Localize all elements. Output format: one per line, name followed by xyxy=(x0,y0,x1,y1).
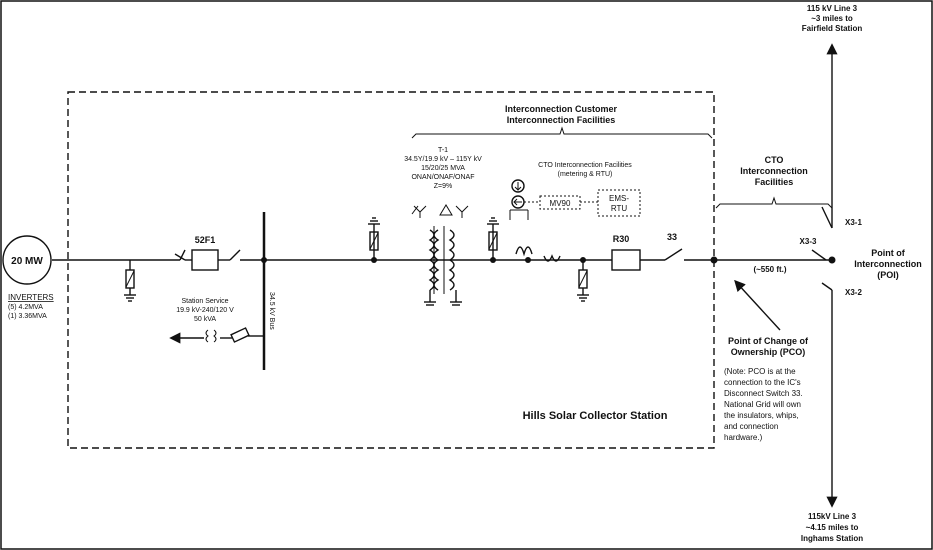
pco-line2: Ownership (PCO) xyxy=(731,347,806,357)
switch-33-label: 33 xyxy=(667,232,677,242)
bus-node xyxy=(261,257,267,263)
switch-x3-3-blade xyxy=(811,249,827,261)
station-service-line3: 50 kVA xyxy=(194,316,216,323)
switch-x3-1-label: X3-1 xyxy=(845,218,862,227)
pco-line1: Point of Change of xyxy=(728,336,809,346)
breaker-r30: R30 xyxy=(611,234,641,271)
cto-facilities-brace xyxy=(715,196,833,209)
bus-label: 34.5 kV Bus xyxy=(268,292,275,330)
poi-line2: Interconnection xyxy=(854,259,922,269)
station-service-line1: Station Service xyxy=(181,298,228,305)
transformer-line5: Z=9% xyxy=(434,183,452,190)
cto-facilities-line1: CTO xyxy=(765,155,784,165)
line-top-1: 115 kV Line 3 xyxy=(807,4,858,13)
cto-facilities-line3: Facilities xyxy=(755,177,794,187)
transformer-line2: 34.5Y/19.9 kV – 115Y kV xyxy=(404,156,482,163)
pco-pointer xyxy=(734,279,781,331)
breaker-52f1: 52F1 xyxy=(174,235,241,271)
note-line2: connection to the IC's xyxy=(724,378,801,387)
generator-label: 20 MW xyxy=(11,256,43,267)
inverters-line1: (5) 4.2MVA xyxy=(8,304,43,311)
surge-arrester-2 xyxy=(368,217,380,263)
line-top-2: ~3 miles to xyxy=(811,14,853,23)
line-bottom-3: Inghams Station xyxy=(801,534,863,543)
switch-x3-3-label: X3-3 xyxy=(800,237,817,246)
poi-node xyxy=(828,256,836,264)
cto-metering-line2: (metering & RTU) xyxy=(558,171,613,178)
generator: 20 MW xyxy=(2,235,52,285)
line-bottom-1: 115kV Line 3 xyxy=(808,512,857,521)
ic-facilities-line1: Interconnection Customer xyxy=(505,104,618,114)
station-service-line2: 19.9 kV-240/120 V xyxy=(176,307,234,314)
pco-node xyxy=(710,256,718,264)
station-service-transformer xyxy=(169,327,264,344)
surge-arrester-3 xyxy=(487,217,499,263)
note-line4: National Grid will own xyxy=(724,400,801,409)
surge-arrester-4 xyxy=(577,257,589,302)
note-line5: the insulators, whips, xyxy=(724,411,799,420)
note-line7: hardware.) xyxy=(724,433,763,442)
transformer-line3: 15/20/25 MVA xyxy=(421,165,465,172)
breaker-r30-label: R30 xyxy=(613,234,630,244)
transformer-line1: T-1 xyxy=(438,147,448,154)
line-top-3: Fairfield Station xyxy=(802,24,863,33)
ems-rtu-line2: RTU xyxy=(611,204,628,213)
station-boundary xyxy=(67,91,715,449)
transformer-line4: ONAN/ONAF/ONAF xyxy=(411,174,474,181)
inverters-line2: (1) 3.36MVA xyxy=(8,313,47,320)
switch-33: 33 xyxy=(664,232,683,261)
breaker-52f1-label: 52F1 xyxy=(195,235,216,245)
cto-metering-line1: CTO Interconnection Facilities xyxy=(538,162,632,169)
transformer-t1 xyxy=(411,204,469,306)
inverters-title: INVERTERS xyxy=(8,293,54,302)
ic-facilities-brace xyxy=(411,126,713,139)
note-line6: and connection xyxy=(724,422,778,431)
poi-line3: (POI) xyxy=(877,270,899,280)
note-line3: Disconnect Switch 33. xyxy=(724,389,803,398)
note-line1: (Note: PCO is at the xyxy=(724,367,796,376)
ems-rtu-line1: EMS- xyxy=(609,194,629,203)
cto-facilities-line2: Interconnection xyxy=(740,166,808,176)
line-bottom-2: ~4.15 miles to xyxy=(806,523,859,532)
ic-facilities-line2: Interconnection Facilities xyxy=(507,115,616,125)
metering-equipment: MV90 EMS- RTU xyxy=(509,179,641,220)
surge-arrester-1 xyxy=(124,260,136,302)
switch-x3-2-blade xyxy=(821,282,833,291)
switch-x3-2-label: X3-2 xyxy=(845,288,862,297)
poi-line1: Point of xyxy=(871,248,905,258)
station-label: Hills Solar Collector Station xyxy=(523,410,668,422)
switch-x3-1-blade xyxy=(821,206,833,229)
current-transformer xyxy=(515,246,561,263)
mv90-label: MV90 xyxy=(550,199,571,208)
distance-label: (~550 ft.) xyxy=(753,265,786,274)
